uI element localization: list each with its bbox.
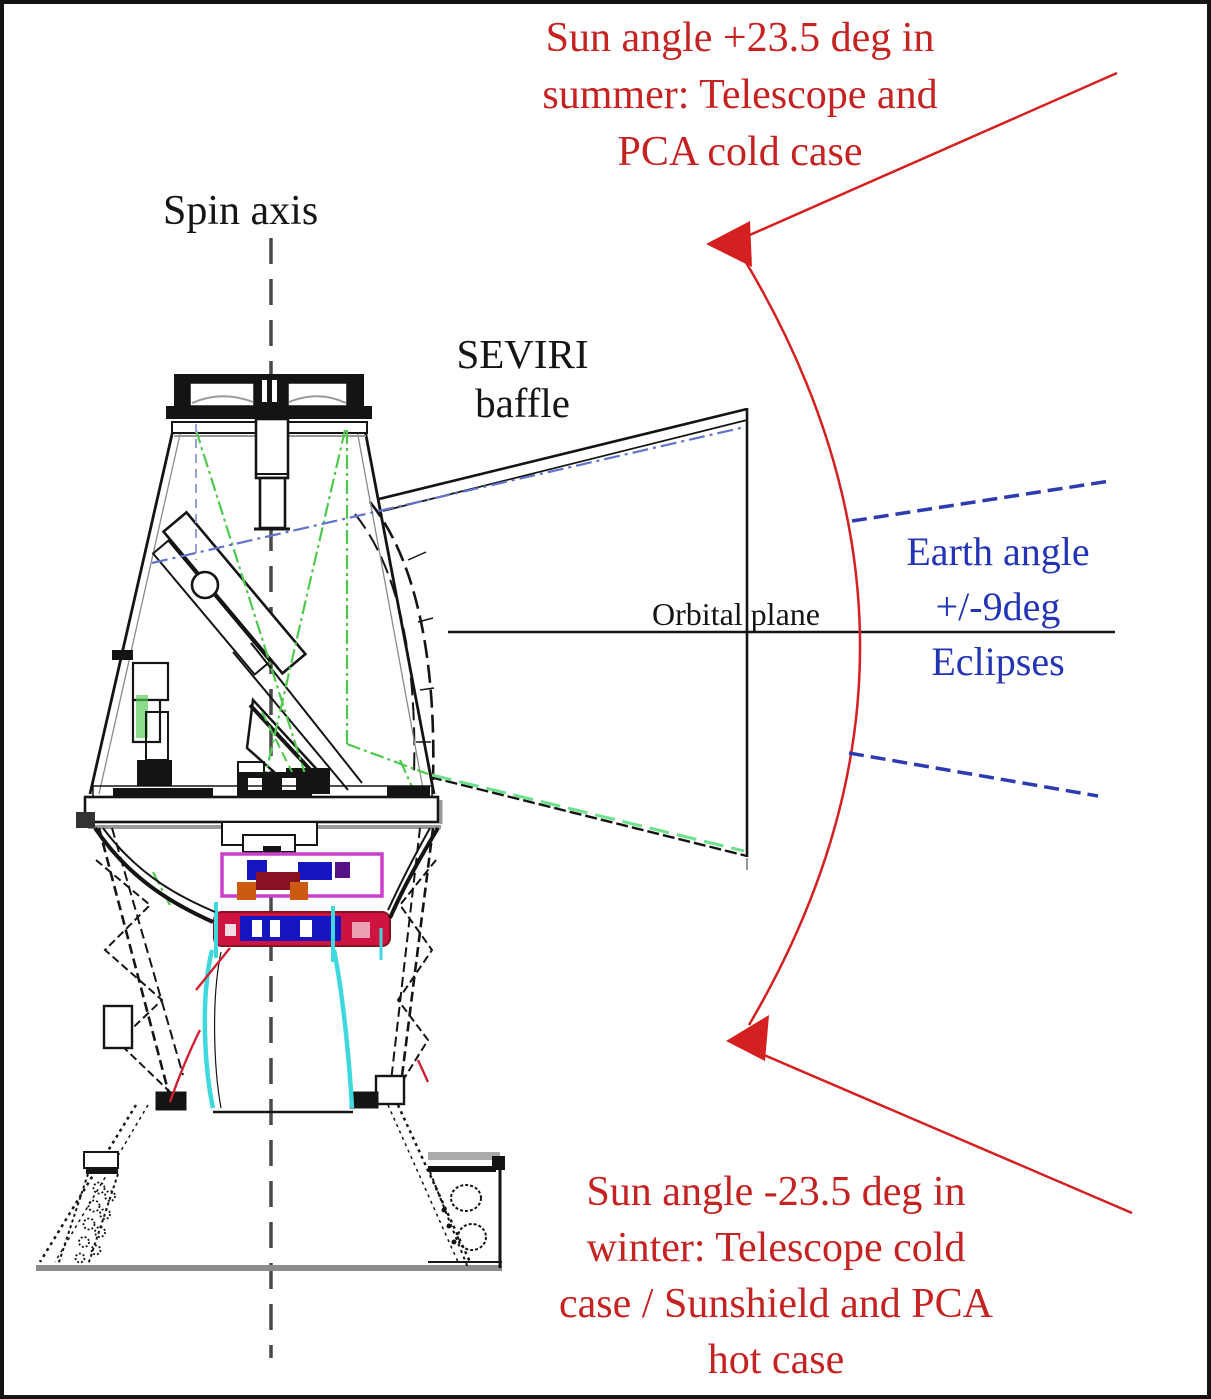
earth-angle-lower-line	[848, 751, 1099, 798]
sun-angle-annotation	[706, 71, 1133, 1215]
sun-ray-winter-line	[749, 1047, 1133, 1215]
telescope-body	[88, 374, 746, 906]
sun-winter-arrowhead	[726, 1015, 769, 1061]
earth-angle-label: Earth angle +/-9deg	[872, 524, 1124, 634]
line-of-sight	[151, 425, 746, 565]
support-skirt	[36, 1104, 505, 1271]
seviri-baffle-line1: SEVIRI	[456, 331, 589, 377]
sun-summer-line1: Sun angle +23.5 deg in	[545, 15, 935, 61]
pca-mechanism	[93, 821, 440, 962]
earth-angle-annotation	[848, 479, 1111, 798]
seviri-baffle-label: SEVIRI baffle	[405, 330, 640, 428]
sun-angle-summer-label: Sun angle +23.5 deg in summer: Telescope…	[415, 10, 1065, 181]
orbital-plane-label: Orbital plane	[652, 596, 820, 632]
right-skirt-bracket	[428, 1152, 505, 1269]
left-wall-equipment	[112, 650, 170, 761]
spin-axis-label: Spin axis	[163, 188, 319, 234]
seviri-baffle-line2: baffle	[475, 380, 570, 426]
sun-winter-line3: case / Sunshield and PCA	[559, 1281, 993, 1327]
earth-angle-line2: +/-9deg	[935, 584, 1061, 629]
earth-angle-line1: Earth angle	[906, 529, 1090, 574]
support-struts	[95, 827, 437, 1111]
sun-summer-line2: summer: Telescope and	[542, 72, 938, 118]
sun-winter-line4: hot case	[707, 1337, 845, 1383]
earth-angle-upper-line	[851, 479, 1111, 523]
baffle-green-ray	[431, 773, 745, 853]
sun-ray-summer-line	[742, 71, 1118, 240]
sun-angle-arc	[739, 253, 862, 1026]
apogee-motor-nozzle	[168, 947, 430, 1114]
sun-summer-line3: PCA cold case	[617, 129, 863, 175]
main-platform	[76, 760, 443, 829]
secondary-mirror-tube	[254, 417, 290, 531]
sun-angle-winter-label: Sun angle -23.5 deg in winter: Telescope…	[425, 1164, 1127, 1388]
left-skirt-bracket	[57, 1151, 119, 1266]
sun-winter-line2: winter: Telescope cold	[586, 1225, 966, 1271]
scan-mirror-assembly	[151, 510, 363, 791]
eclipses-label: Eclipses	[931, 639, 1065, 684]
sun-winter-line1: Sun angle -23.5 deg in	[586, 1169, 966, 1215]
